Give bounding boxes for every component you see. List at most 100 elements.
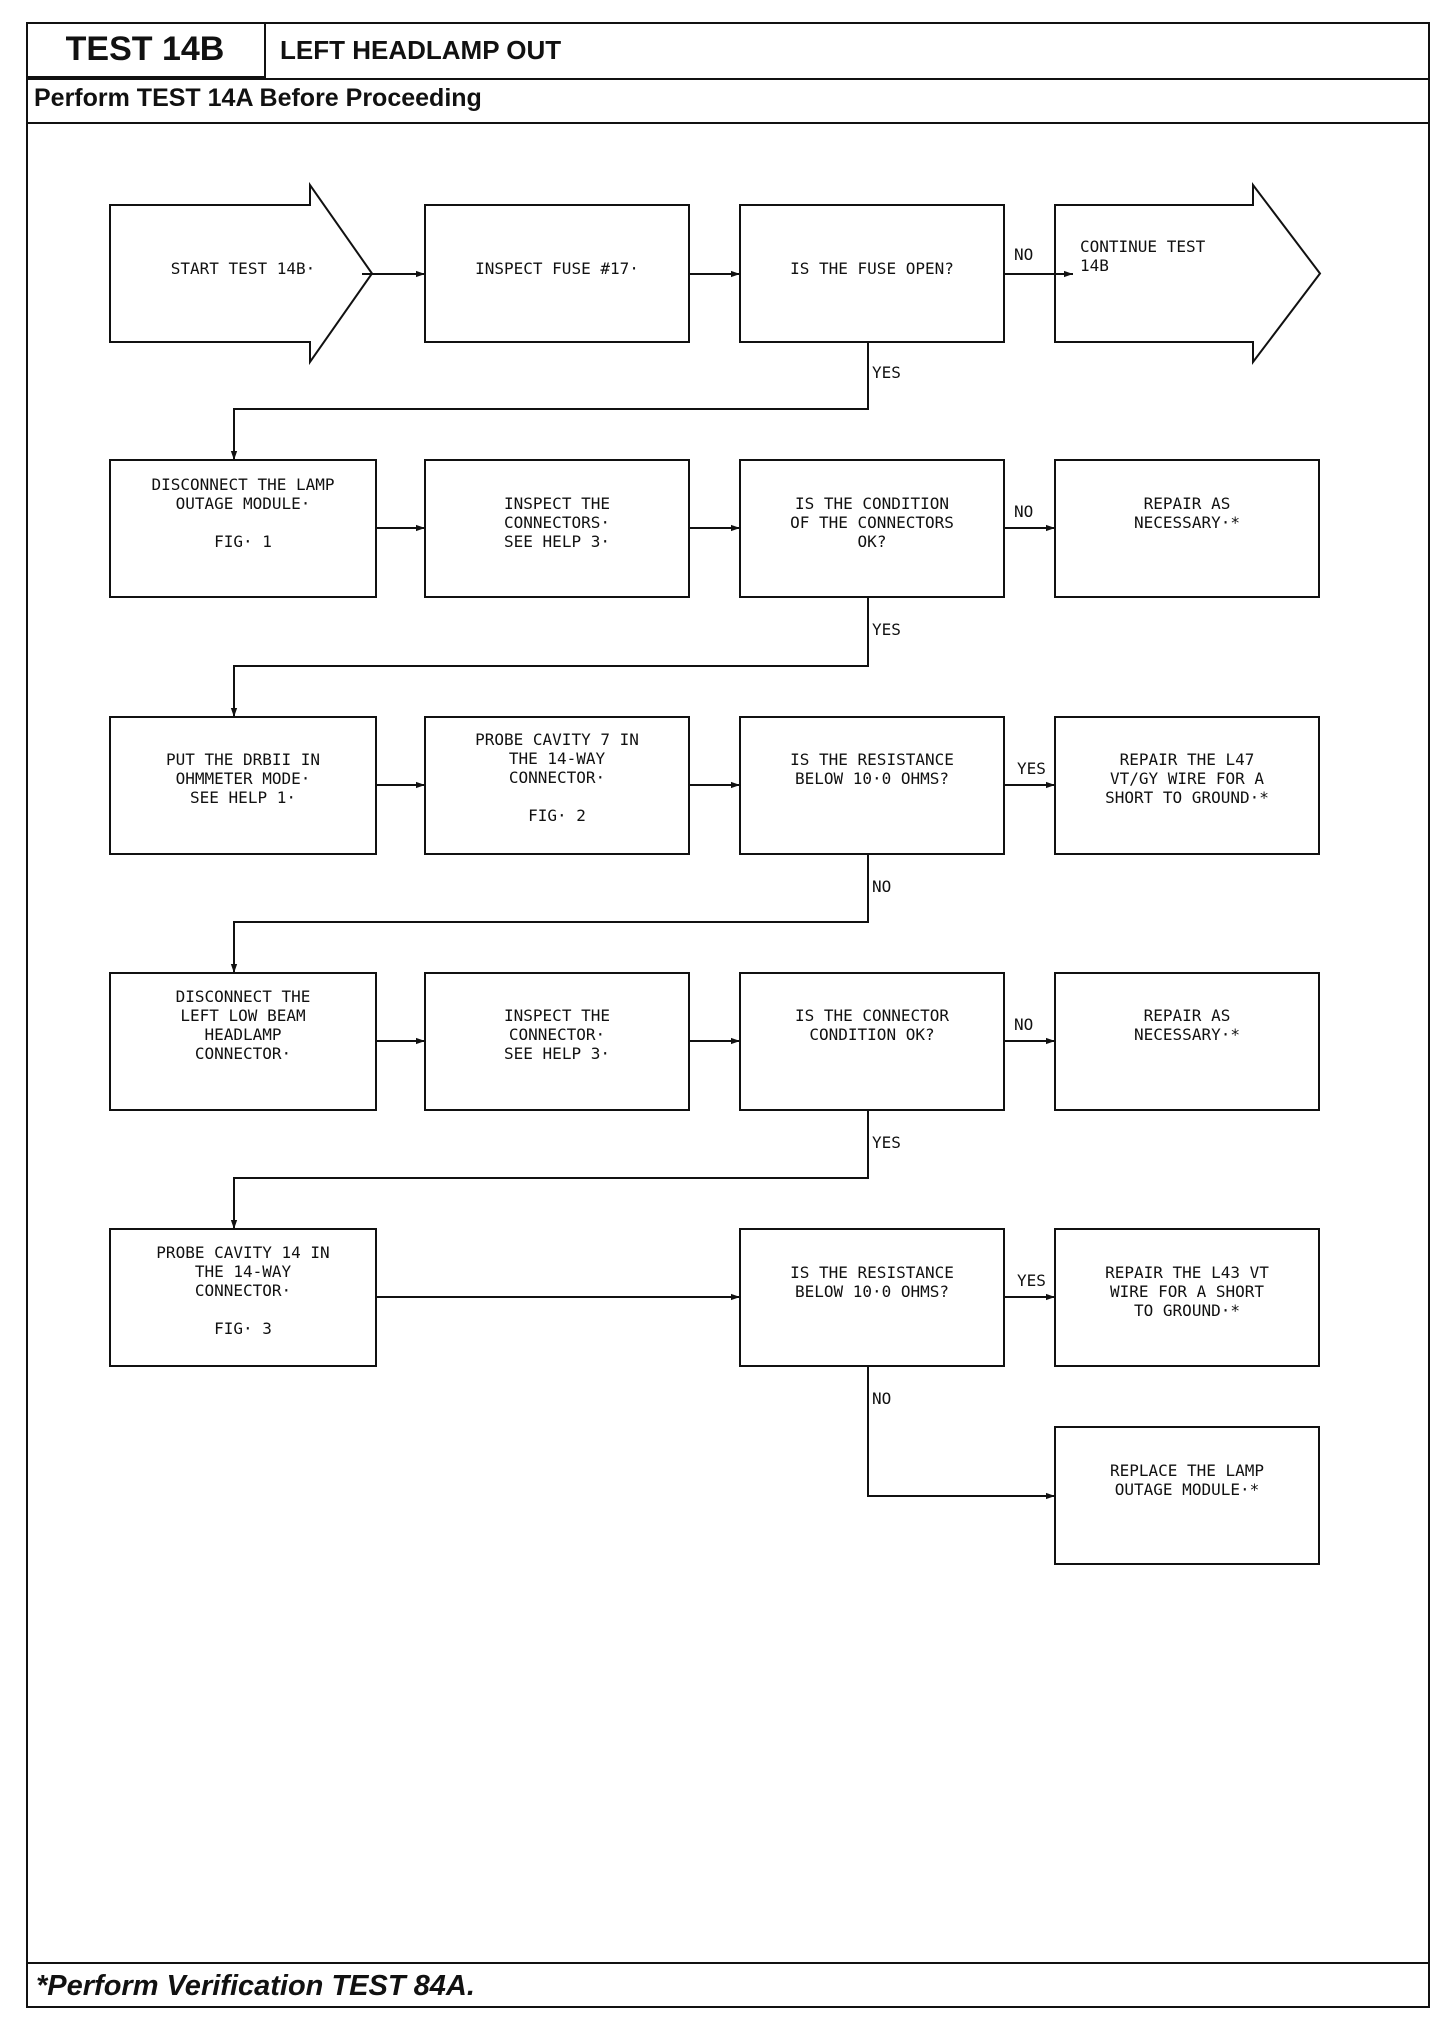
- disconnect-lamp-label-line: DISCONNECT THE LAMP: [151, 475, 334, 494]
- connector-ok-label-line: IS THE CONNECTOR: [795, 1006, 949, 1025]
- edge-conn2-yes: [230, 1110, 869, 1229]
- disconnect-left-label-line: DISCONNECT THE: [176, 987, 311, 1006]
- probe-7-label-line: PROBE CAVITY 7 IN: [475, 730, 639, 749]
- repair-l43-label-line: REPAIR THE L43 VT: [1105, 1263, 1269, 1282]
- edge-res2-no: [867, 1366, 1055, 1500]
- disconnect-left-label-line: LEFT LOW BEAM: [180, 1006, 305, 1025]
- inspect-connector-label-line: INSPECT THE: [504, 1006, 610, 1025]
- edge-label-fuse-yes: YES: [872, 363, 901, 382]
- repair-l47-label-line: REPAIR THE L47: [1120, 750, 1255, 769]
- edge-label-conn2-yes: YES: [872, 1133, 901, 1152]
- header-divider: [26, 78, 1430, 80]
- edge-label-res1-yes: YES: [1017, 759, 1046, 778]
- start-label-line: START TEST 14B·: [171, 259, 316, 278]
- resistance-2-label-line: BELOW 10·0 OHMS?: [795, 1282, 949, 1301]
- probe-14-label-line: CONNECTOR·: [195, 1281, 291, 1300]
- repair-l43-label-line: WIRE FOR A SHORT: [1110, 1282, 1264, 1301]
- repair-2-label-line: REPAIR AS: [1144, 1006, 1231, 1025]
- edge-label-res1-no: NO: [872, 877, 891, 896]
- replace-module-box: [1054, 1426, 1320, 1565]
- probe-14-box: [109, 1228, 377, 1367]
- edge-fuse-yes: [230, 342, 869, 460]
- probe-7-label-line: CONNECTOR·: [509, 768, 605, 787]
- disconnect-left-label-line: HEADLAMP: [204, 1025, 281, 1044]
- disconnect-lamp-label-line: OUTAGE MODULE·: [176, 494, 311, 513]
- disconnect-left-box: [109, 972, 377, 1111]
- inspect-fuse-label-line: INSPECT FUSE #17·: [475, 259, 639, 278]
- connectors-ok-box: [739, 459, 1005, 598]
- resistance-1-label-line: BELOW 10·0 OHMS?: [795, 769, 949, 788]
- fuse-open-box: [739, 204, 1005, 343]
- put-drbii-label-line: OHMMETER MODE·: [176, 769, 311, 788]
- disconnect-left-label-line: CONNECTOR·: [195, 1044, 291, 1063]
- put-drbii-box: [109, 716, 377, 855]
- probe-14-label-line: PROBE CAVITY 14 IN: [156, 1243, 329, 1262]
- connector-lines: [230, 270, 1073, 1500]
- header-divider-bottom: [26, 122, 1430, 124]
- verification-note: *Perform Verification TEST 84A.: [36, 1969, 475, 2002]
- edge-label-res2-yes: YES: [1017, 1271, 1046, 1290]
- repair-l47-label-line: SHORT TO GROUND·*: [1105, 788, 1269, 807]
- connectors-ok-label-line: IS THE CONDITION: [795, 494, 949, 513]
- probe-7-label-line: FIG· 2: [528, 806, 586, 825]
- inspect-connector-box: [424, 972, 690, 1111]
- edge-label-res2-no: NO: [872, 1389, 891, 1408]
- resistance-2-label-line: IS THE RESISTANCE: [790, 1263, 954, 1282]
- start-shape: [109, 181, 374, 366]
- put-drbii-label-line: SEE HELP 1·: [190, 788, 296, 807]
- footer-divider: [26, 1962, 1430, 1964]
- continue-label-line: CONTINUE TEST: [1080, 237, 1206, 256]
- repair-1-label-line: NECESSARY·*: [1134, 513, 1240, 532]
- edge-conn-yes: [230, 597, 869, 717]
- inspect-connector-label-line: CONNECTOR·: [509, 1025, 605, 1044]
- edge-label-conn2-no: NO: [1014, 1015, 1033, 1034]
- connectors-ok-label-line: OK?: [858, 532, 887, 551]
- probe-14-label-line: THE 14-WAY: [195, 1262, 292, 1281]
- inspect-connector-label-line: SEE HELP 3·: [504, 1044, 610, 1063]
- probe-7-label-line: THE 14-WAY: [509, 749, 606, 768]
- repair-2-box: [1054, 972, 1320, 1111]
- disconnect-lamp-box: [109, 459, 377, 598]
- inspect-fuse-label: INSPECT FUSE #17·: [475, 259, 639, 278]
- resistance-2-box: [739, 1228, 1005, 1367]
- replace-module-label-line: OUTAGE MODULE·*: [1115, 1480, 1260, 1499]
- test-id: TEST 14B: [26, 22, 266, 78]
- repair-2-label-line: NECESSARY·*: [1134, 1025, 1240, 1044]
- put-drbii-label-line: PUT THE DRBII IN: [166, 750, 320, 769]
- repair-l47-label-line: VT/GY WIRE FOR A: [1110, 769, 1264, 788]
- repair-l47-box: [1054, 716, 1320, 855]
- test-title: LEFT HEADLAMP OUT: [280, 34, 562, 65]
- repair-l43-box: [1054, 1228, 1320, 1367]
- probe-14-label-line: FIG· 3: [214, 1319, 272, 1338]
- inspect-connectors-label-line: SEE HELP 3·: [504, 532, 610, 551]
- inspect-connectors-label-line: CONNECTORS·: [504, 513, 610, 532]
- inspect-connectors-box: [424, 459, 690, 598]
- replace-module-label-line: REPLACE THE LAMP: [1110, 1461, 1264, 1480]
- disconnect-lamp-label-line: FIG· 1: [214, 532, 272, 551]
- continue-label-line: 14B: [1080, 256, 1109, 275]
- prerequisite-note: Perform TEST 14A Before Proceeding: [34, 84, 482, 112]
- edge-res1-no: [230, 854, 869, 973]
- start-label: START TEST 14B·: [171, 259, 316, 278]
- edge-label-conn-no: NO: [1014, 502, 1033, 521]
- flow-shapes: START TEST 14B·INSPECT FUSE #17·IS THE F…: [109, 181, 1322, 1565]
- resistance-1-label-line: IS THE RESISTANCE: [790, 750, 954, 769]
- page-frame: [26, 22, 1430, 2008]
- inspect-connectors-label-line: INSPECT THE: [504, 494, 610, 513]
